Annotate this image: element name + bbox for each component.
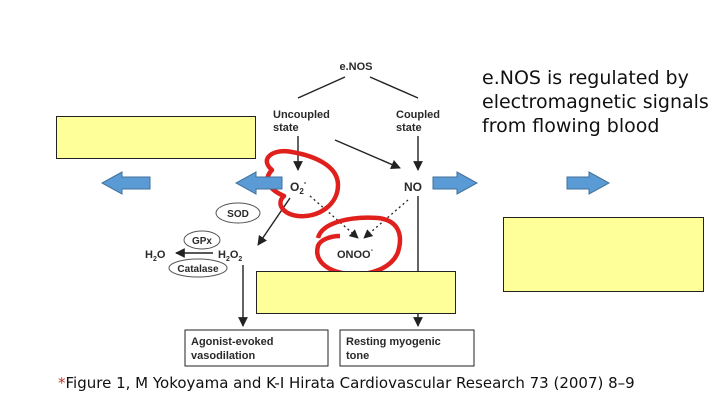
blue-arrows	[100, 171, 611, 195]
no-label: NO	[404, 180, 422, 194]
side-text-line3: from flowing blood	[482, 115, 660, 137]
blue-arrow-right-outer	[566, 171, 611, 195]
water-label: H2O	[145, 249, 166, 263]
arrow-o2-to-h2o2	[257, 197, 291, 246]
side-text-line2: electromagnetic signals	[482, 91, 709, 113]
peroxynitrite-label: ONOO-	[337, 247, 374, 261]
citation-asterisk: *	[58, 374, 66, 392]
agonist-box-line1: Agonist-evoked	[191, 336, 274, 348]
enos-label: e.NOS	[339, 61, 372, 73]
blue-arrow-left-outer	[100, 171, 151, 195]
catalase-label: Catalase	[177, 264, 219, 275]
dotted-arrow-o2-to-onoo	[309, 195, 359, 239]
sod-ellipse	[215, 202, 261, 224]
yellow-box-right	[503, 217, 704, 292]
arrow-uncoupled-to-no	[334, 139, 401, 170]
citation-text: Figure 1, M Yokoyama and K-I Hirata Card…	[65, 374, 635, 392]
dotted-arrows	[309, 195, 409, 239]
gpx-label: GPx	[192, 236, 212, 247]
red-circle-peroxynitrite	[315, 215, 403, 277]
coupled-state-line2: state	[396, 122, 422, 134]
yellow-box-top-left	[56, 116, 256, 159]
blue-arrow-left-inner	[234, 171, 283, 195]
catalase-ellipse	[168, 258, 228, 278]
blue-arrow-right-inner	[432, 171, 479, 195]
agonist-box-line2: vasodilation	[191, 350, 255, 362]
arrow-enos-to-uncoupled	[297, 76, 346, 99]
gpx-ellipse	[183, 230, 221, 250]
resting-box-line2: tone	[346, 350, 369, 362]
side-text-line1: e.NOS is regulated by	[482, 67, 689, 89]
citation: *Figure 1, M Yokoyama and K-I Hirata Car…	[58, 374, 635, 392]
uncoupled-state-line2: state	[273, 122, 299, 134]
yellow-box-center	[256, 271, 456, 314]
red-circle-superoxide	[264, 148, 341, 219]
resting-myogenic-tone-box	[339, 329, 475, 367]
superoxide-label: O2-	[290, 178, 307, 196]
resting-box-line1: Resting myogenic	[346, 336, 441, 348]
coupled-state-line1: Coupled	[396, 109, 440, 121]
enos-regulation-text: e.NOS is regulated by electromagnetic si…	[482, 66, 718, 138]
uncoupled-state-line1: Uncoupled	[273, 109, 330, 121]
sod-label: SOD	[227, 209, 249, 220]
agonist-vasodilation-box	[184, 329, 329, 367]
arrow-enos-to-coupled	[369, 76, 419, 99]
hydrogen-peroxide-label: H2O2	[218, 249, 242, 263]
